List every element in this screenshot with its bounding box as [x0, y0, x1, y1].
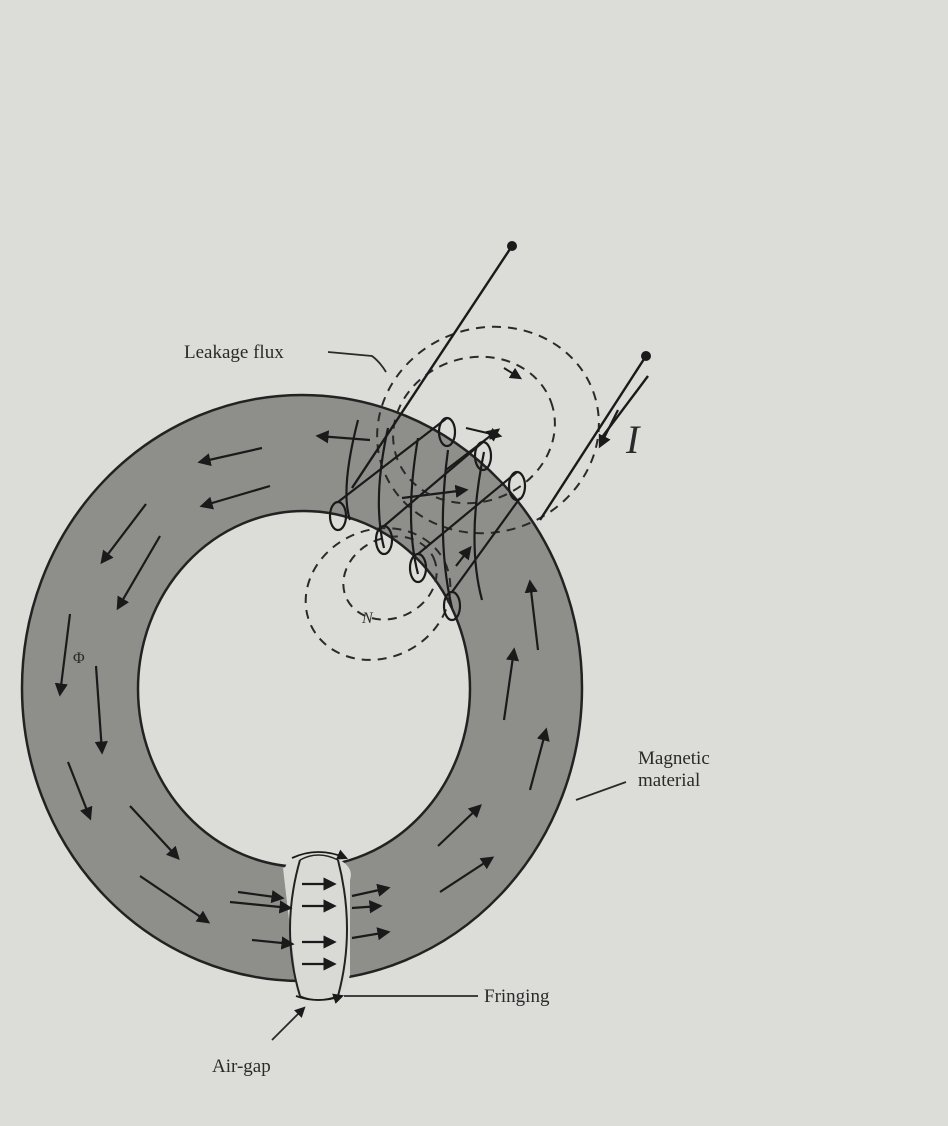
- magnetic-material-label-line2: material: [638, 770, 701, 791]
- fringing-label: Fringing: [484, 986, 550, 1007]
- magnetic-material-label: Magnetic material: [638, 748, 710, 792]
- winding-coil: [328, 416, 527, 622]
- flux-label: Φ: [73, 650, 85, 667]
- fringing-flux: [291, 849, 348, 1004]
- magnetic-core-ring: [20, 393, 584, 983]
- terminal-dot-2: [641, 351, 651, 361]
- terminal-dot-1: [507, 241, 517, 251]
- current-arrow: [598, 409, 619, 449]
- core-flux-arrows: [54, 428, 550, 971]
- leader-lines: [271, 351, 627, 1041]
- leakage-flux-arrows: [465, 367, 523, 440]
- air-gap-label: Air-gap: [212, 1056, 271, 1077]
- turns-label: N: [362, 610, 373, 627]
- magnetic-material-label-line1: Magnetic: [638, 748, 710, 769]
- leakage-flux-label: Leakage flux: [184, 342, 284, 363]
- current-label: I: [626, 417, 640, 462]
